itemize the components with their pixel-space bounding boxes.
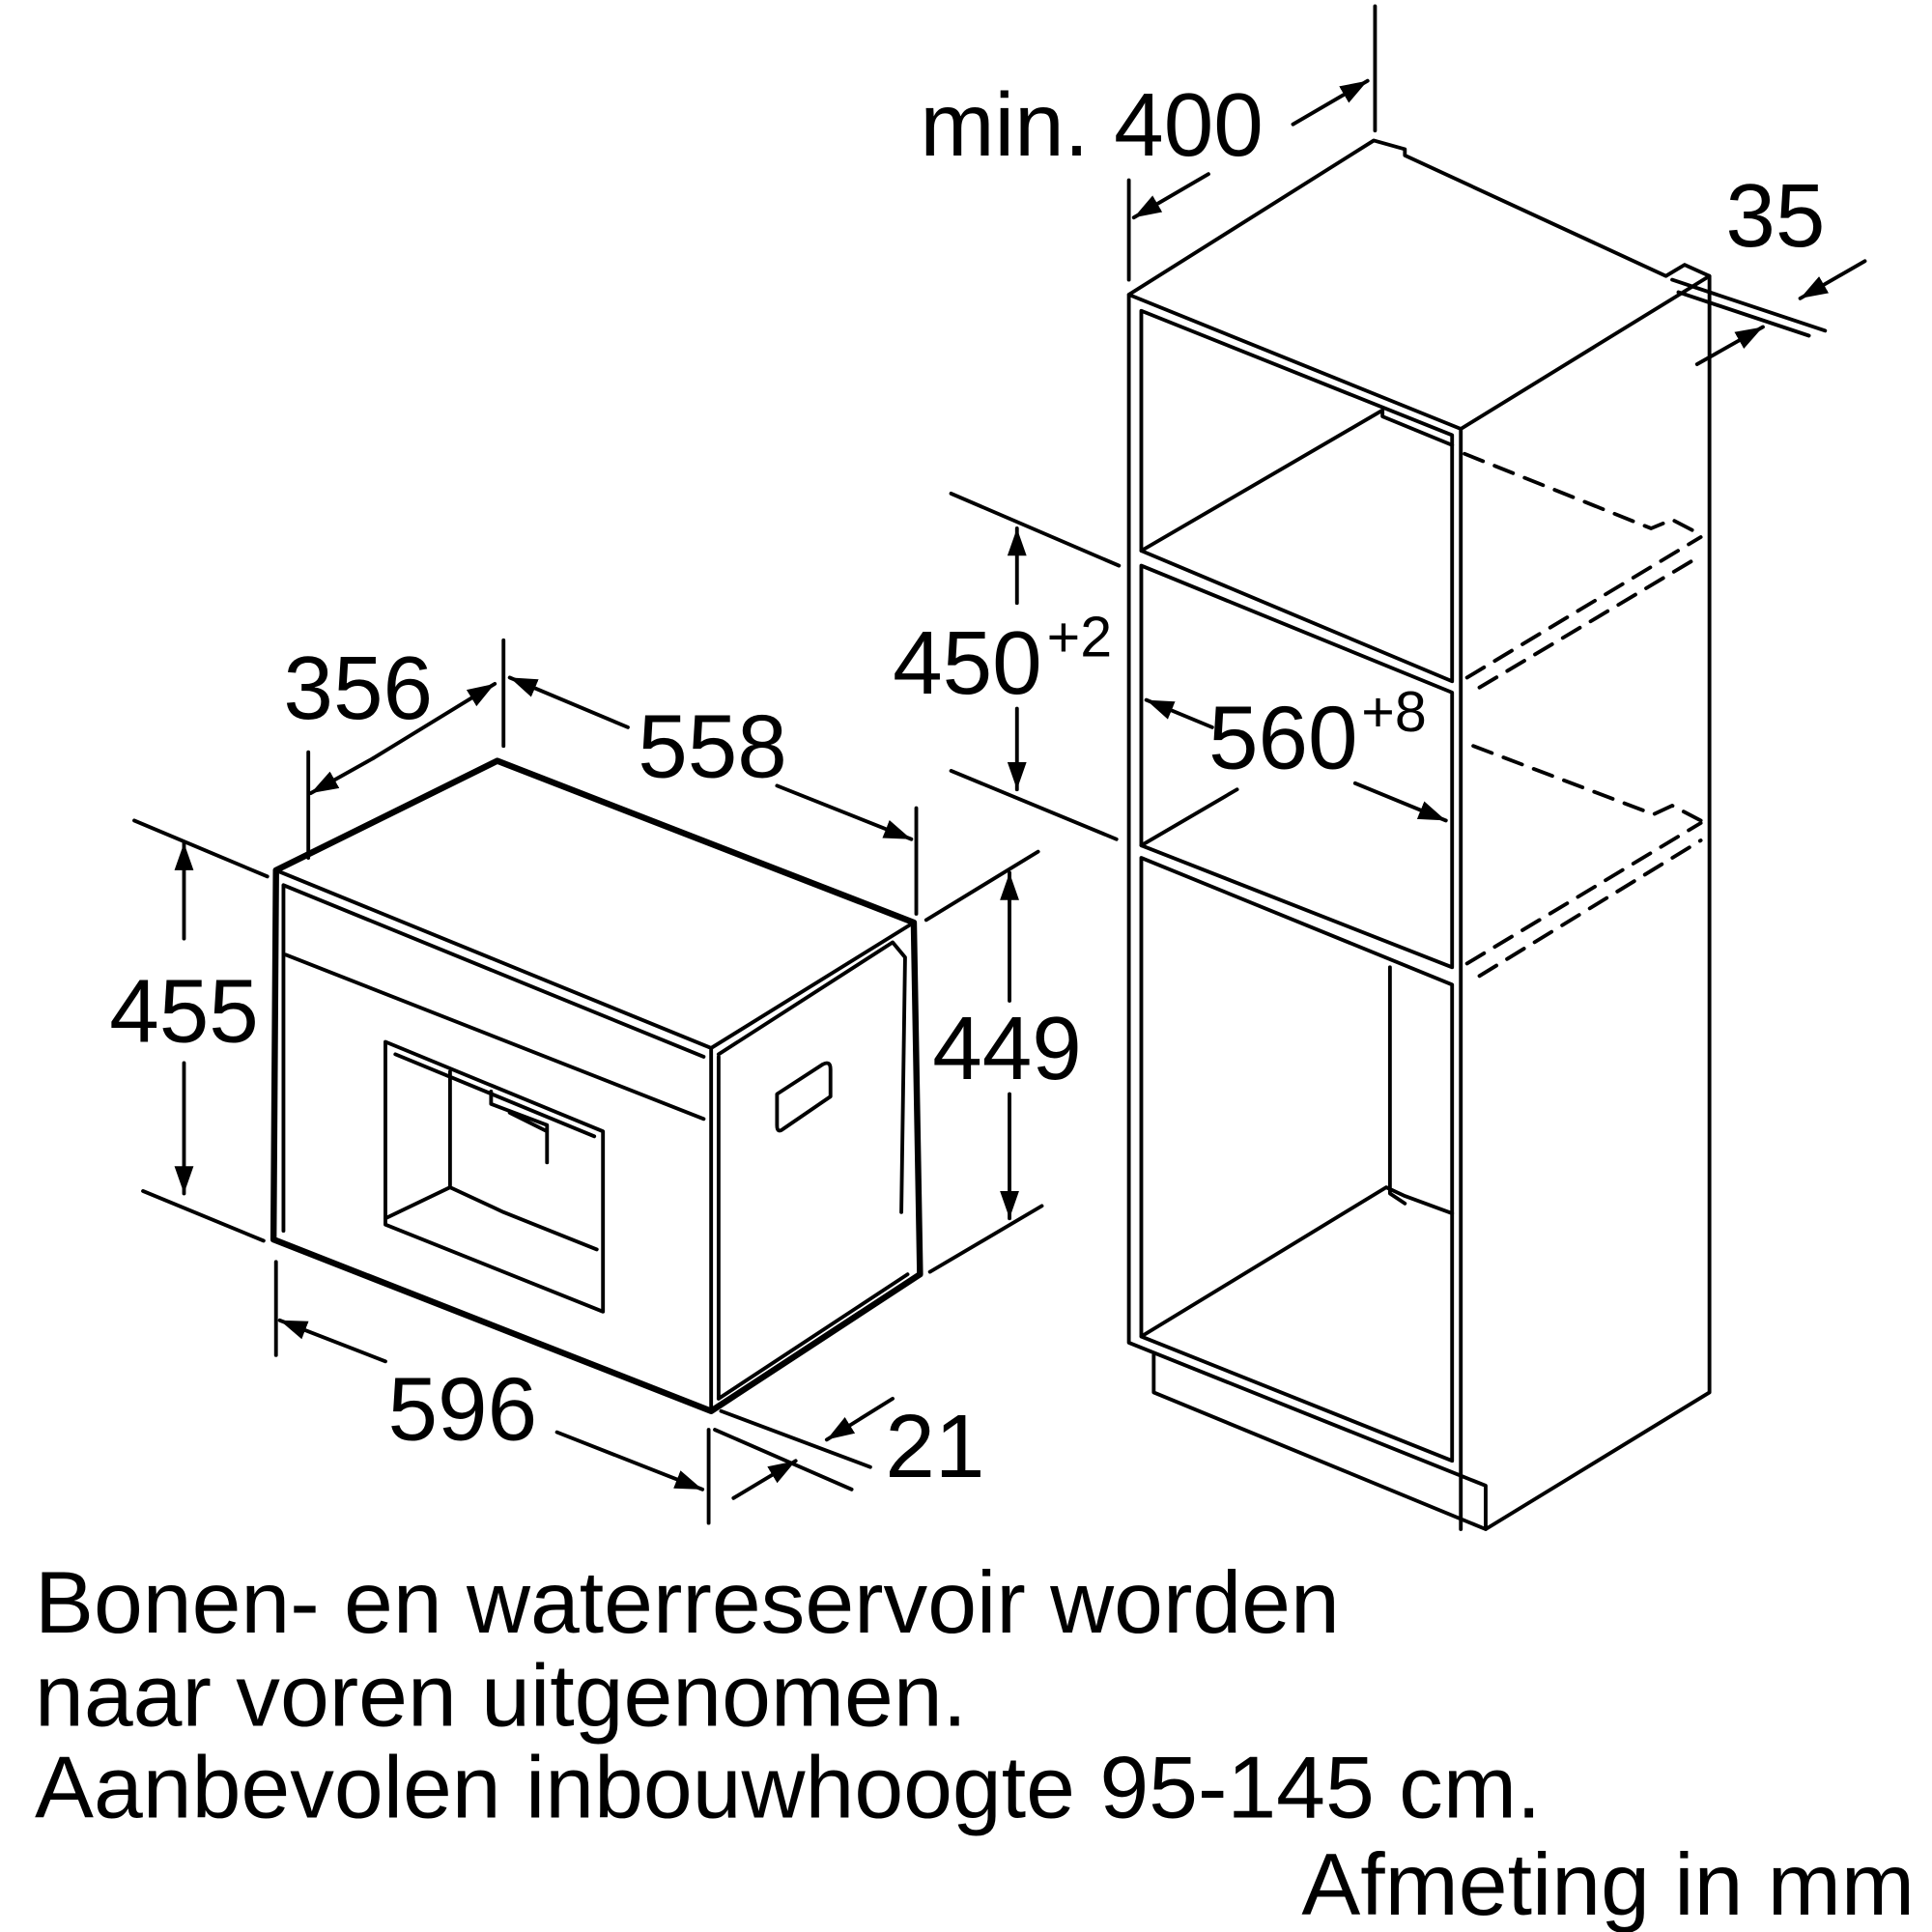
- dim-356: 356: [283, 638, 433, 738]
- cabinet-drawing: [1126, 138, 1712, 1531]
- appliance-drawing: [270, 757, 923, 1414]
- hidden-lines: [1463, 451, 1703, 979]
- dim-560: 560: [1208, 687, 1358, 787]
- appliance-dimension-lines: [132, 638, 1044, 1525]
- note-line-2: naar voren uitgenomen.: [35, 1646, 967, 1745]
- dim-450: 450: [893, 612, 1042, 713]
- side-handle: [775, 1061, 833, 1133]
- dim-596: 596: [388, 1358, 538, 1459]
- dim-min-400: min. 400: [920, 74, 1263, 175]
- dim-449: 449: [932, 998, 1082, 1098]
- dim-455: 455: [109, 961, 259, 1062]
- dispenser-opening: [384, 1039, 606, 1314]
- dim-21: 21: [885, 1396, 984, 1496]
- note-line-3: Aanbevolen inbouwhoogte 95-145 cm.: [35, 1739, 1541, 1837]
- dim-558: 558: [638, 696, 787, 796]
- note-line-1: Bonen- en waterreservoir worden: [35, 1553, 1340, 1652]
- dim-560-tolerance: +8: [1361, 679, 1426, 744]
- units-note: Afmeting in mm: [1301, 1835, 1915, 1932]
- dim-450-tolerance: +2: [1047, 605, 1112, 669]
- cabinet-dimension-lines: [949, 4, 1867, 841]
- dim-35: 35: [1725, 165, 1825, 266]
